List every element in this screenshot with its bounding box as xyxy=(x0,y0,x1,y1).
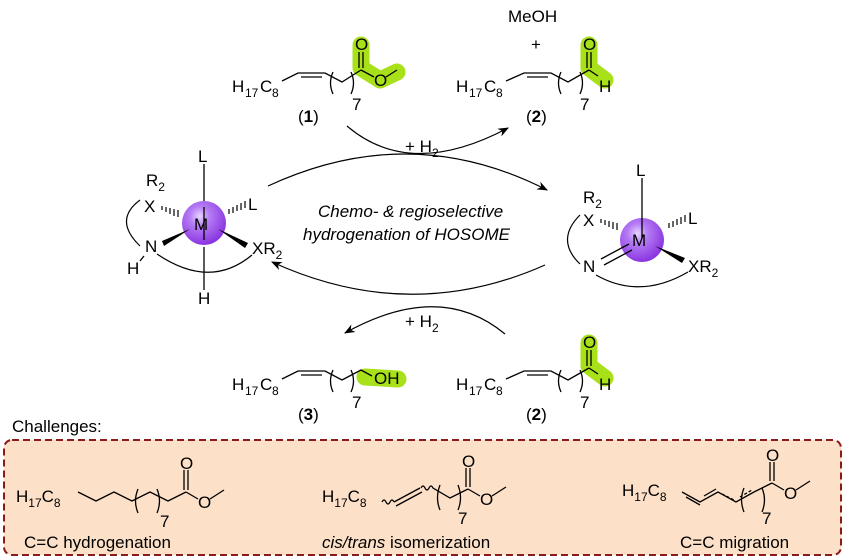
chain-h: H xyxy=(456,77,468,96)
repeat-count: 7 xyxy=(352,95,361,114)
challenge-isomerization: H17C8 O O 7 cis/trans isomerization xyxy=(322,452,507,552)
challenges-title: Challenges: xyxy=(12,417,102,436)
repeat-count: 7 xyxy=(580,393,589,412)
xr2-label: XR2 xyxy=(688,257,719,280)
cycle-caption-line2: hydrogenation of HOSOME xyxy=(303,225,511,244)
metal-m: M xyxy=(632,231,646,250)
repeat-count: 7 xyxy=(580,95,589,114)
challenge-label: C=C migration xyxy=(680,533,789,552)
challenge-label: cis/trans isomerization xyxy=(322,533,490,552)
challenge-migration: H17C8 O O 7 C=C migration xyxy=(622,446,811,552)
chain-sub-8: 8 xyxy=(272,86,279,100)
repeat-count: 7 xyxy=(160,512,169,531)
repeat-count: 7 xyxy=(352,393,361,412)
svg-text:H17C8: H17C8 xyxy=(622,481,667,504)
cycle-arrow-forward xyxy=(267,153,548,191)
alcohol-highlight xyxy=(356,368,407,388)
chain-h: H xyxy=(232,375,244,394)
challenge-label: C=C hydrogenation xyxy=(24,533,171,552)
hydride-h: H xyxy=(198,289,210,308)
aldehyde-highlight xyxy=(580,36,614,89)
svg-text:O: O xyxy=(784,484,797,503)
n-hydrogen: H xyxy=(127,259,139,278)
metal-m: M xyxy=(194,215,208,234)
svg-text:H17C8: H17C8 xyxy=(322,487,367,510)
bottom-reagent-arrow xyxy=(344,306,506,335)
svg-text:O: O xyxy=(180,454,193,473)
donor-x: X xyxy=(583,211,594,230)
chain-c: C xyxy=(260,77,272,96)
top-reagent-arrow xyxy=(346,125,509,155)
svg-text:O: O xyxy=(198,493,211,512)
aldehyde-h: H xyxy=(599,77,611,96)
label-1: (1) xyxy=(298,107,319,126)
cycle-arrow-back xyxy=(271,261,546,295)
svg-text:O: O xyxy=(766,446,779,465)
chain-sub-17: 17 xyxy=(469,384,483,398)
aldehyde-h: H xyxy=(599,375,611,394)
chain-sub-8: 8 xyxy=(272,384,279,398)
chain-c: C xyxy=(484,77,496,96)
ester-o: O xyxy=(374,71,387,90)
aldehyde-highlight xyxy=(580,334,614,387)
chain-c: C xyxy=(484,375,496,394)
hydroxyl: OH xyxy=(374,369,400,388)
svg-text:O: O xyxy=(462,452,475,471)
ligand-l-right: L xyxy=(248,195,257,214)
compound-1: H 17 C 8 O O 7 (1) xyxy=(232,35,406,126)
donor-x: X xyxy=(144,197,155,216)
chain-h: H xyxy=(456,375,468,394)
chain-h: H xyxy=(232,77,244,96)
chain-sub-8: 8 xyxy=(496,384,503,398)
right-metal-complex: L L M R2 X N XR2 xyxy=(566,161,719,288)
svg-text:O: O xyxy=(480,490,493,509)
ligand-l-top: L xyxy=(198,147,207,166)
compound-2-bottom: H 17 C 8 O H 7 (2) xyxy=(456,333,614,424)
donor-n: N xyxy=(583,257,595,276)
chain-sub-17: 17 xyxy=(245,384,259,398)
plus-sign: + xyxy=(531,35,541,54)
repeat-count: 7 xyxy=(762,509,771,528)
methanol-label: MeOH xyxy=(508,7,557,26)
aldehyde-o: O xyxy=(583,333,596,352)
ligand-l-top: L xyxy=(636,161,645,180)
label-2: (2) xyxy=(526,405,547,424)
challenge-hydrogenation: H17C8 O O 7 C=C hydrogenation xyxy=(16,454,225,552)
xr2-label: XR2 xyxy=(252,239,283,262)
left-metal-complex: L L M R2 X N H XR2 H xyxy=(125,147,283,308)
compound-3: H 17 C 8 OH 7 (3) xyxy=(232,368,407,424)
r2-label: R2 xyxy=(583,188,602,211)
compound-2-top: H 17 C 8 O H 7 (2) xyxy=(456,35,614,126)
repeat-count: 7 xyxy=(458,509,467,528)
ligand-l-right: L xyxy=(688,209,697,228)
chain-sub-17: 17 xyxy=(469,86,483,100)
label-3: (3) xyxy=(298,405,319,424)
label-2: (2) xyxy=(526,107,547,126)
cycle-caption-line1: Chemo- & regioselective xyxy=(318,202,503,221)
aldehyde-o: O xyxy=(583,35,596,54)
bottom-h2-label: + H2 xyxy=(405,312,439,335)
r2-label: R2 xyxy=(146,171,165,194)
chain-sub-8: 8 xyxy=(496,86,503,100)
challenges-box xyxy=(3,439,842,556)
chain-sub-17: 17 xyxy=(245,86,259,100)
svg-text:H17C8: H17C8 xyxy=(16,487,61,510)
top-h2-label: + H2 xyxy=(405,137,439,160)
carbonyl-o: O xyxy=(355,35,368,54)
donor-n: N xyxy=(145,237,157,256)
chain-c: C xyxy=(260,375,272,394)
